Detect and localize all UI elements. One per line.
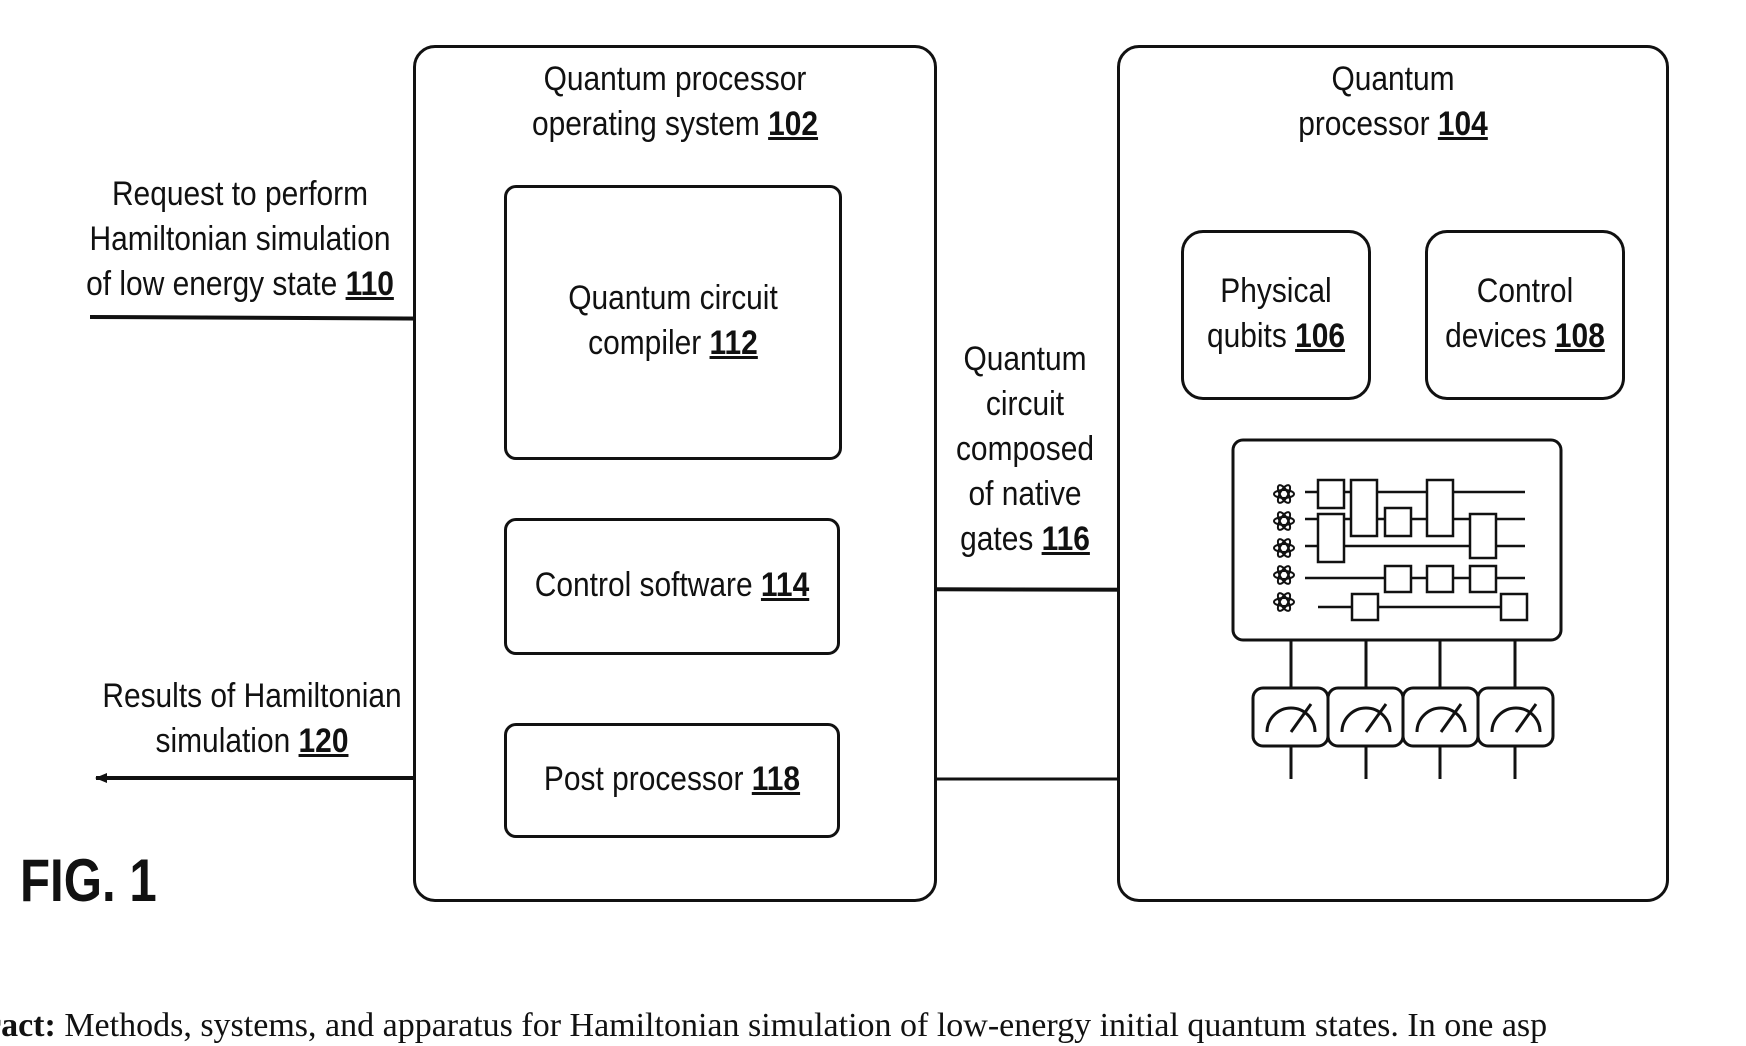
circuit-annotation: Quantum circuit composed of native gates… [941,337,1108,562]
request-line3: of low energy state [86,265,345,303]
circuit-line2: circuit [941,382,1108,427]
abstract-snippet: ract: Methods, systems, and apparatus fo… [0,1006,1547,1046]
abstract-heading: ract: [0,1007,56,1044]
results-ref: 120 [299,722,349,760]
circuit-line4: of native [941,472,1108,517]
meter-icon [1253,688,1553,746]
circuit-ref: 116 [1042,520,1090,558]
figure-label: FIG. 1 [20,846,157,915]
results-line2: simulation [156,722,299,760]
results-line1: Results of Hamiltonian [94,674,411,719]
circuit-line5: gates [960,520,1042,558]
request-line2: Hamiltonian simulation [82,217,399,262]
results-annotation: Results of Hamiltonian simulation 120 [94,674,411,764]
request-line1: Request to perform [82,172,399,217]
request-ref: 110 [346,265,394,303]
circuit-line1: Quantum [941,337,1108,382]
request-annotation: Request to perform Hamiltonian simulatio… [82,172,399,307]
abstract-text: Methods, systems, and apparatus for Hami… [56,1007,1547,1044]
circuit-line3: composed [941,427,1108,472]
